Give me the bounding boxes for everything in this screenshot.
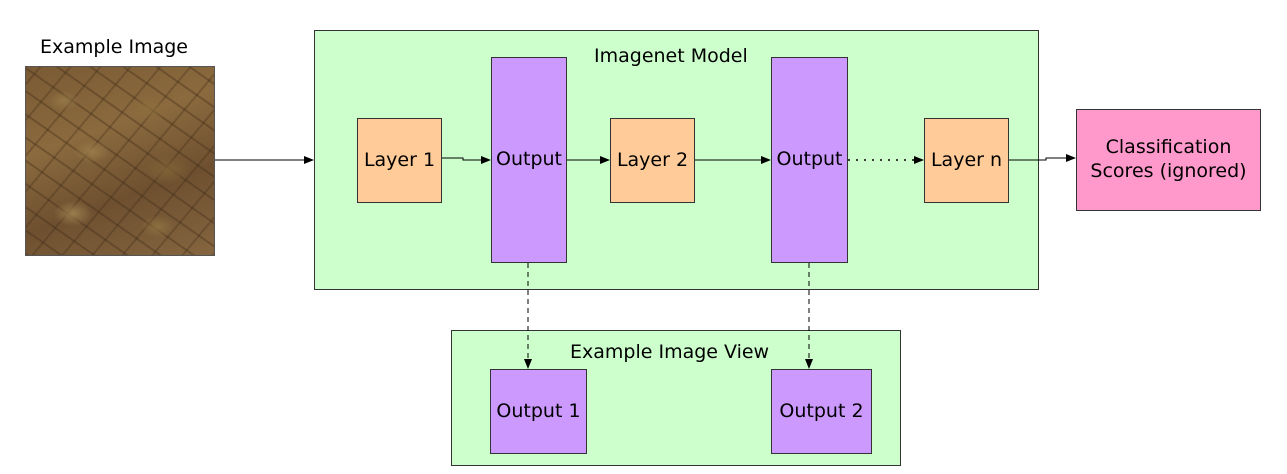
- layer-2-box: Layer 2: [610, 118, 695, 203]
- classification-scores-box: Classification Scores (ignored): [1076, 109, 1261, 211]
- arrow-layer-n-to-classification: [1009, 154, 1076, 162]
- example-image: [25, 66, 215, 256]
- example-image-title: Example Image: [40, 36, 188, 58]
- arrow-layer1-to-output: [442, 156, 491, 164]
- output-2-box: Output 2: [771, 369, 872, 454]
- output-box-1: Output: [491, 57, 567, 263]
- example-image-view-title: Example Image View: [570, 341, 770, 363]
- output-box-2: Output: [771, 57, 848, 263]
- layer-1-box: Layer 1: [357, 118, 442, 203]
- output-1-box: Output 1: [490, 369, 587, 454]
- layer-n-box: Layer n: [924, 118, 1009, 203]
- imagenet-model-title: Imagenet Model: [594, 45, 748, 67]
